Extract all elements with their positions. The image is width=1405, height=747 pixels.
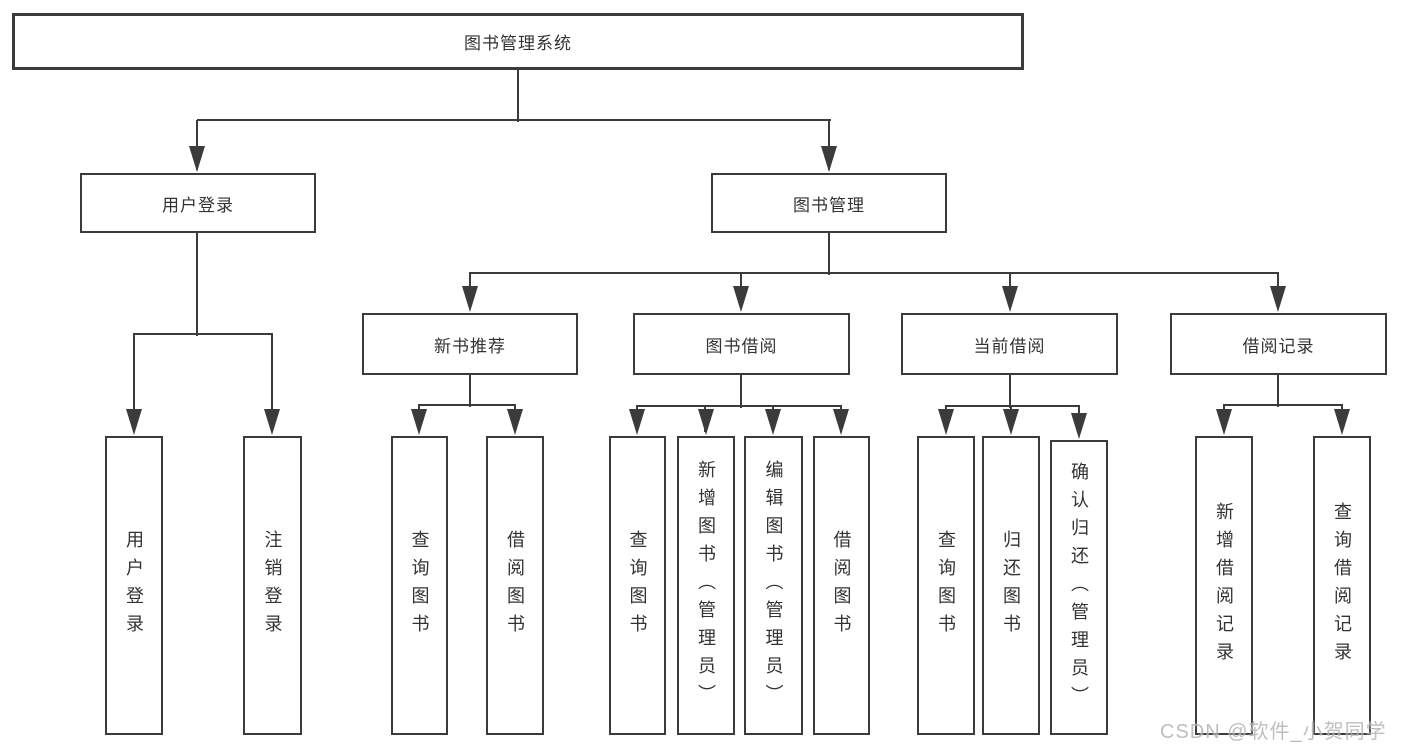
arrowhead-down-icon: [189, 146, 205, 172]
leaf-confirm-return-admin-label: 确认归还（管理员）: [1069, 461, 1089, 714]
arrowhead-down-icon: [1003, 409, 1019, 435]
leaf-query-books-newrec-label: 查询图书: [409, 529, 430, 642]
connector-line: [828, 233, 830, 275]
leaf-query-borrow-record: 查询借阅记录: [1313, 436, 1371, 735]
connector-line: [945, 405, 1080, 407]
connector-line: [196, 120, 198, 170]
arrowhead-down-icon: [733, 286, 749, 312]
connector-line: [1223, 404, 1343, 406]
connector-line: [196, 233, 198, 336]
connector-line: [517, 70, 519, 122]
node-root: 图书管理系统: [12, 13, 1024, 70]
arrowhead-down-icon: [765, 409, 781, 435]
arrowhead-down-icon: [1071, 413, 1087, 439]
arrowhead-down-icon: [264, 409, 280, 435]
leaf-add-books-admin: 新增图书（管理员）: [677, 436, 735, 735]
leaf-add-borrow-record-label: 新增借阅记录: [1214, 501, 1234, 670]
leaf-logout-login: 注销登录: [243, 436, 302, 735]
leaf-user-login-label: 用户登录: [124, 529, 144, 642]
node-user-login-label: 用户登录: [162, 195, 234, 215]
leaf-add-books-admin-label: 新增图书（管理员）: [696, 459, 716, 712]
leaf-logout-login-label: 注销登录: [262, 529, 283, 642]
connector-line: [828, 120, 830, 170]
connector-line: [197, 119, 831, 121]
arrowhead-down-icon: [411, 409, 427, 435]
leaf-borrow-books-newrec: 借阅图书: [486, 436, 544, 735]
leaf-query-books-borrow: 查询图书: [609, 436, 666, 735]
arrowhead-down-icon: [1216, 409, 1232, 435]
arrowhead-down-icon: [629, 409, 645, 435]
arrowhead-down-icon: [507, 409, 523, 435]
leaf-query-borrow-record-label: 查询借阅记录: [1332, 501, 1352, 670]
node-book-borrowing: 图书借阅: [633, 313, 850, 375]
connector-line: [418, 404, 516, 406]
connector-line: [469, 272, 1279, 274]
node-current-borrowing-label: 当前借阅: [973, 336, 1046, 356]
connector-line: [1009, 375, 1011, 408]
node-book-management-label: 图书管理: [793, 195, 865, 215]
node-borrow-records: 借阅记录: [1170, 313, 1387, 375]
connector-line: [133, 333, 273, 335]
arrowhead-down-icon: [833, 409, 849, 435]
arrowhead-down-icon: [462, 286, 478, 312]
leaf-query-books-current: 查询图书: [917, 436, 975, 735]
arrowhead-down-icon: [126, 409, 142, 435]
connector-line: [636, 405, 842, 407]
leaf-borrow-books: 借阅图书: [813, 436, 870, 735]
leaf-borrow-books-label: 借阅图书: [831, 529, 852, 642]
connector-line: [469, 375, 471, 407]
leaf-confirm-return-admin: 确认归还（管理员）: [1050, 440, 1108, 735]
leaf-add-borrow-record: 新增借阅记录: [1195, 436, 1253, 735]
leaf-edit-books-admin-label: 编辑图书（管理员）: [763, 459, 784, 712]
node-new-book-recommend-label: 新书推荐: [434, 336, 506, 356]
node-current-borrowing: 当前借阅: [901, 313, 1118, 375]
arrowhead-down-icon: [1002, 286, 1018, 312]
node-new-book-recommend: 新书推荐: [362, 313, 578, 375]
connector-line: [133, 334, 135, 432]
arrowhead-down-icon: [1334, 409, 1350, 435]
connector-line: [1277, 375, 1279, 407]
leaf-query-books-newrec: 查询图书: [391, 436, 448, 735]
node-book-borrowing-label: 图书借阅: [705, 336, 778, 356]
node-borrow-records-label: 借阅记录: [1242, 336, 1315, 356]
connector-line: [271, 334, 273, 432]
arrowhead-down-icon: [821, 146, 837, 172]
leaf-return-books: 归还图书: [982, 436, 1040, 735]
leaf-edit-books-admin: 编辑图书（管理员）: [744, 436, 803, 735]
node-user-login: 用户登录: [80, 173, 316, 233]
leaf-query-books-borrow-label: 查询图书: [627, 529, 648, 642]
arrowhead-down-icon: [938, 409, 954, 435]
node-root-label: 图书管理系统: [464, 34, 572, 53]
leaf-user-login: 用户登录: [105, 436, 163, 735]
arrowhead-down-icon: [1270, 286, 1286, 312]
watermark: CSDN @软件_小贺同学: [1160, 721, 1387, 743]
connector-line: [740, 375, 742, 408]
leaf-return-books-label: 归还图书: [1001, 529, 1021, 642]
leaf-query-books-current-label: 查询图书: [936, 529, 956, 642]
leaf-borrow-books-newrec-label: 借阅图书: [505, 529, 525, 642]
node-book-management: 图书管理: [711, 173, 947, 233]
arrowhead-down-icon: [698, 409, 714, 435]
